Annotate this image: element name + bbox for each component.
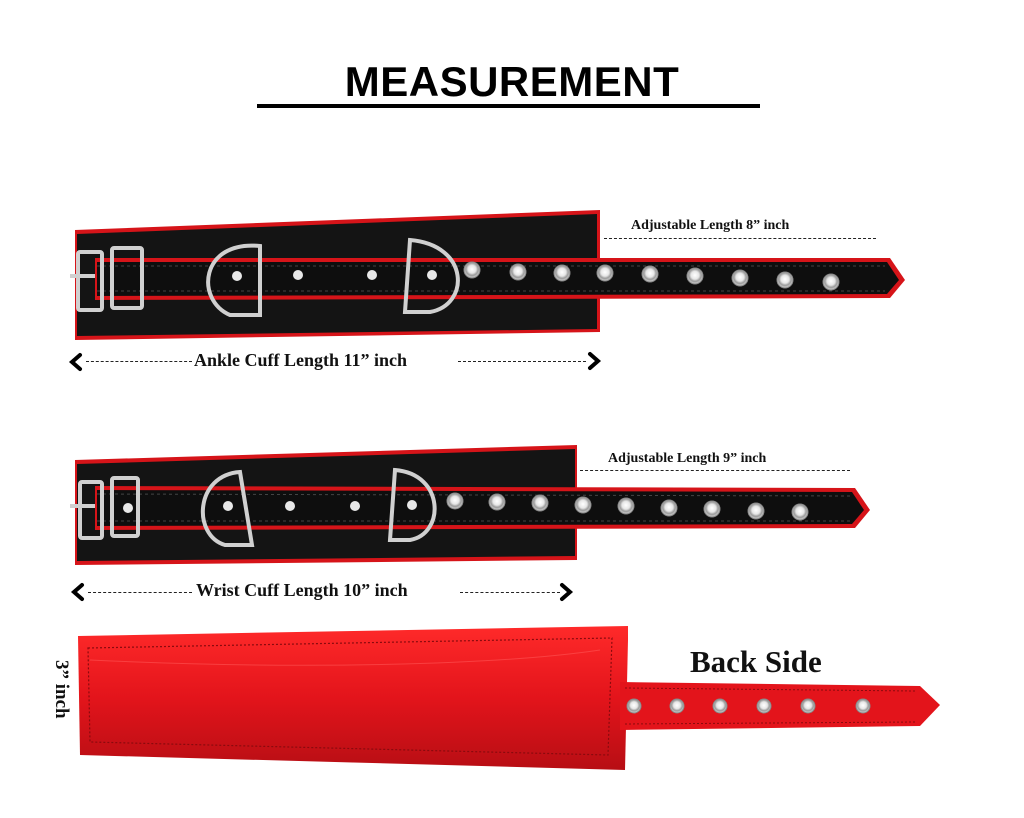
- wrist-adjustable-dashline: [580, 470, 850, 471]
- title-underline: [257, 104, 760, 108]
- wrist-cuff-length-label: Wrist Cuff Length 10” inch: [196, 580, 408, 600]
- wrist-adjustable-length-label: Adjustable Length 9” inch: [608, 451, 767, 466]
- page-title: MEASUREMENT: [344, 58, 680, 105]
- ankle-length-arrowheads: [68, 352, 602, 371]
- back-side-label: Back Side: [690, 644, 822, 679]
- ankle-adjustable-dashline: [604, 238, 876, 239]
- back-width-label: 3” inch: [51, 660, 72, 719]
- ankle-cuff-length-label: Ankle Cuff Length 11” inch: [194, 350, 408, 370]
- wrist-length-dash-left: [88, 592, 192, 593]
- wrist-length-arrowheads: [70, 583, 574, 601]
- wrist-length-dash-right: [460, 592, 560, 593]
- ankle-length-dash-left: [86, 361, 192, 362]
- back-side-cuff-image: [78, 626, 940, 770]
- ankle-cuff-image: [70, 210, 905, 340]
- ankle-length-dash-right: [458, 361, 586, 362]
- wrist-cuff-image: [70, 445, 870, 565]
- ankle-adjustable-length-label: Adjustable Length 8” inch: [631, 218, 790, 233]
